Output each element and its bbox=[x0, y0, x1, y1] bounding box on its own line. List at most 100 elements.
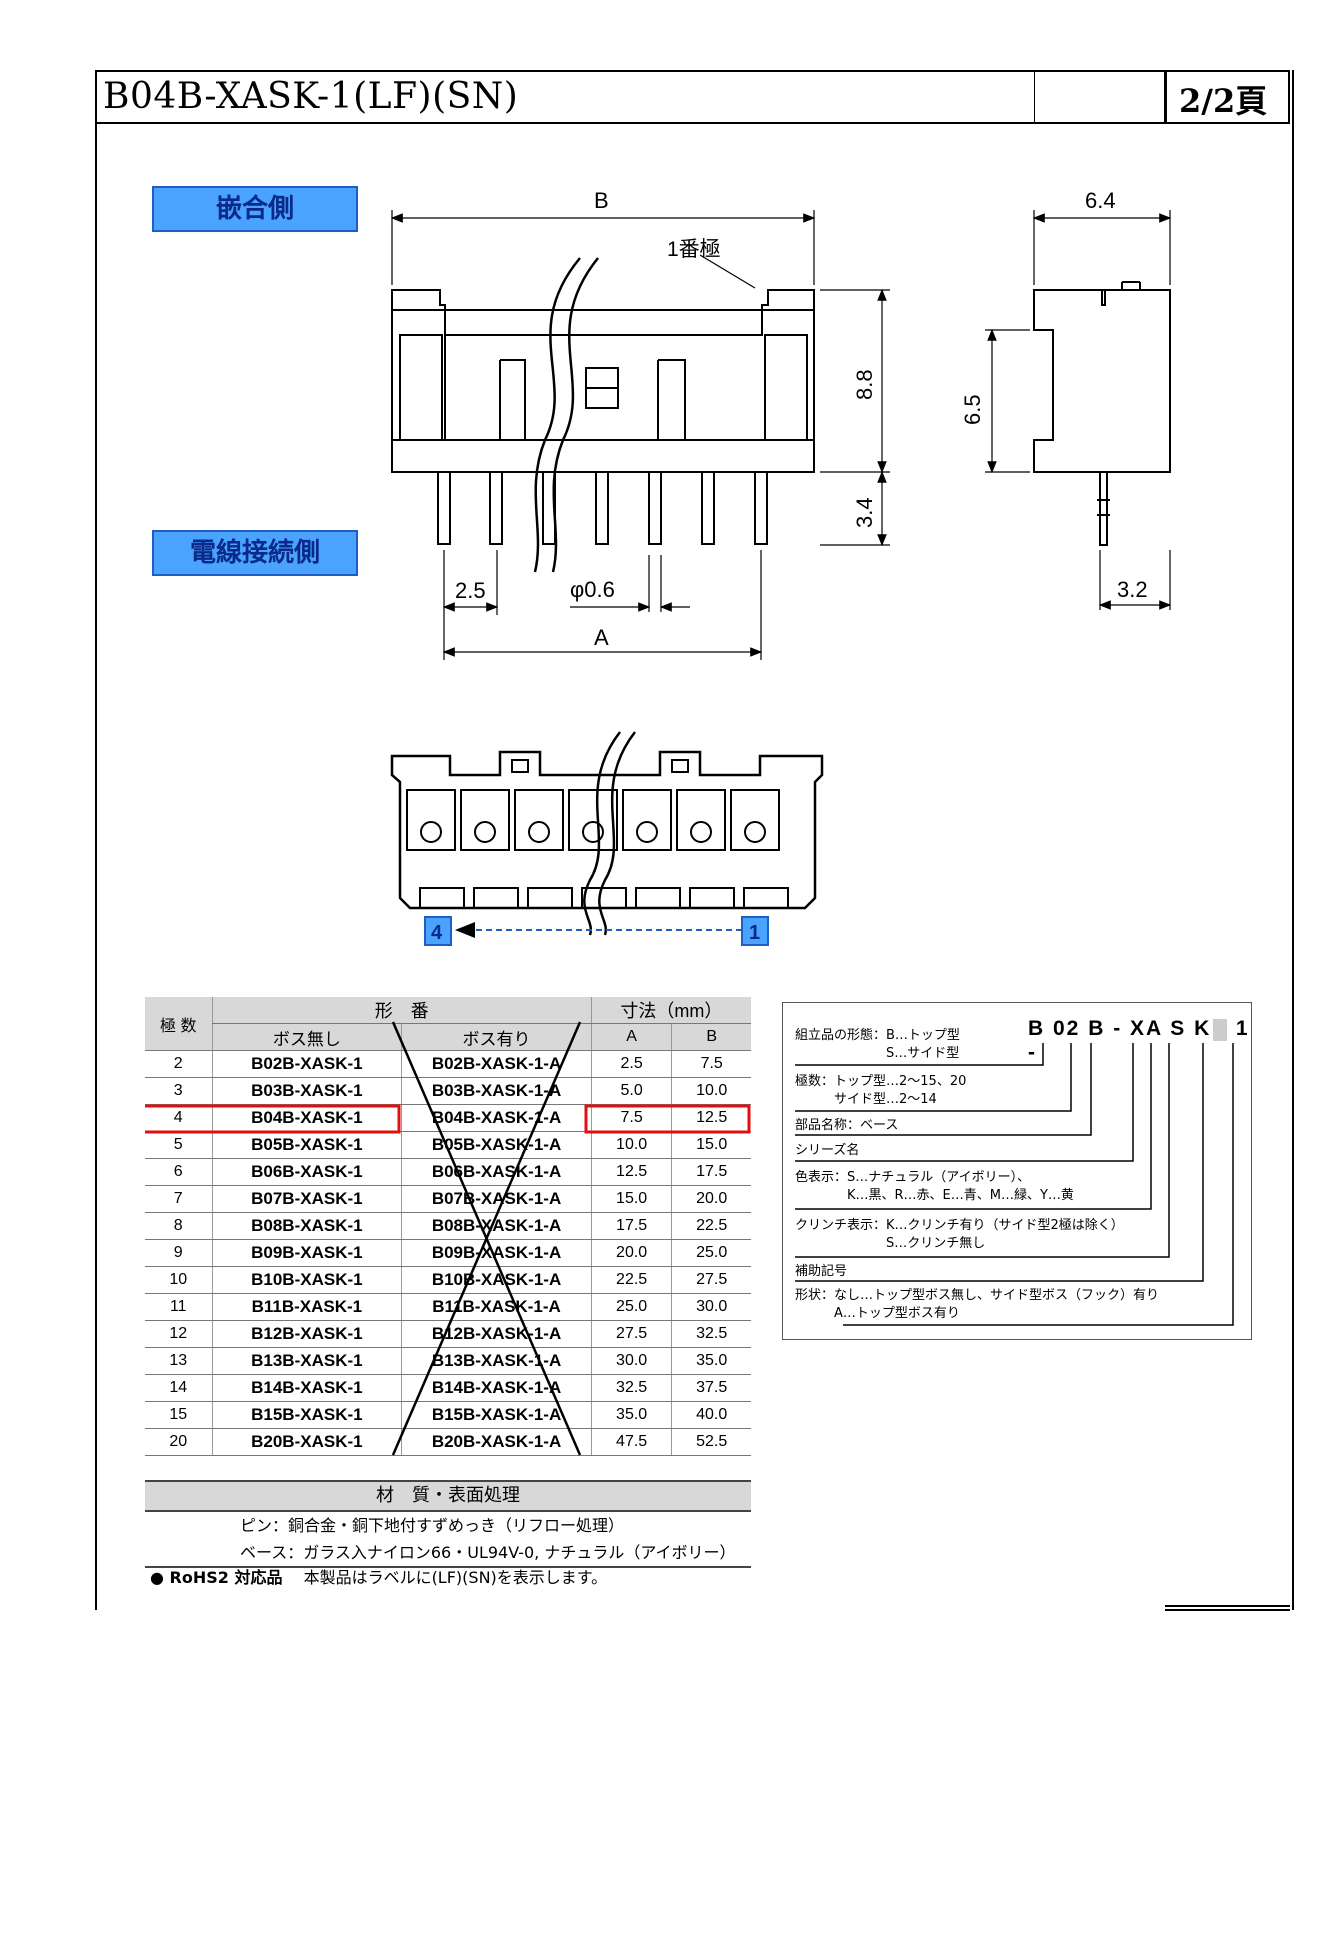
dim-phi: φ0.6 bbox=[570, 577, 615, 602]
legend-item: 極数：トップ型…2〜15、20 サイド型…2〜14 bbox=[795, 1074, 967, 1107]
page-number: 2/2頁 bbox=[1179, 82, 1268, 120]
table-cell: 7 bbox=[145, 1185, 213, 1213]
legend-leader-lines bbox=[795, 1043, 1234, 1326]
table-cell: 14 bbox=[145, 1374, 213, 1402]
table-cell: B08B-XASK-1 bbox=[211, 1212, 402, 1240]
header-dims: 寸法（mm） bbox=[590, 997, 751, 1024]
table-cell: B07B-XASK-1 bbox=[211, 1185, 402, 1213]
dim-6-5: 6.5 bbox=[960, 394, 985, 425]
table-cell: 47.5 bbox=[590, 1428, 672, 1456]
table-cell: 13 bbox=[145, 1347, 213, 1375]
table-cell: 52.5 bbox=[671, 1428, 751, 1456]
table-cell: 7.5 bbox=[590, 1104, 672, 1132]
dim-a: A bbox=[594, 625, 609, 650]
table-cell: 17.5 bbox=[590, 1212, 672, 1240]
table-cell: B04B-XASK-1-A bbox=[401, 1104, 592, 1132]
boss-column-cross bbox=[145, 1021, 751, 1456]
table-cell: 27.5 bbox=[671, 1266, 751, 1294]
highlight-4pole-model bbox=[145, 1104, 401, 1134]
table-cell: B04B-XASK-1 bbox=[211, 1104, 402, 1132]
page-title: B04B-XASK-1(LF)(SN) bbox=[103, 76, 519, 117]
table-cell: B09B-XASK-1 bbox=[211, 1239, 402, 1267]
table-cell: 40.0 bbox=[671, 1401, 751, 1429]
table-cell: 12.5 bbox=[590, 1158, 672, 1186]
pin1-label: 1番極 bbox=[667, 238, 721, 261]
table-cell: 6 bbox=[145, 1158, 213, 1186]
table-cell: 10.0 bbox=[671, 1077, 751, 1105]
table-cell: B12B-XASK-1-A bbox=[401, 1320, 592, 1348]
dim-8-8: 8.8 bbox=[852, 369, 877, 400]
table-cell: B10B-XASK-1 bbox=[211, 1266, 402, 1294]
suffix-box bbox=[1213, 1019, 1227, 1041]
pin-number-right: 1 bbox=[749, 922, 760, 944]
table-cell: 25.0 bbox=[671, 1239, 751, 1267]
legend-item: 部品名称：ベース bbox=[795, 1118, 899, 1133]
table-cell: 15.0 bbox=[671, 1131, 751, 1159]
table-cell: 32.5 bbox=[590, 1374, 672, 1402]
rohs-label: ● RoHS2 対応品 bbox=[150, 1568, 283, 1587]
table-cell: 15 bbox=[145, 1401, 213, 1429]
table-cell: 3 bbox=[145, 1077, 213, 1105]
table-cell: B06B-XASK-1 bbox=[211, 1158, 402, 1186]
table-cell: 11 bbox=[145, 1293, 213, 1321]
table-cell: 10 bbox=[145, 1266, 213, 1294]
table-cell: B15B-XASK-1 bbox=[211, 1401, 402, 1429]
header-a: A bbox=[590, 1023, 672, 1051]
table-cell: B07B-XASK-1-A bbox=[401, 1185, 592, 1213]
table-cell: 7.5 bbox=[671, 1050, 751, 1078]
part-number-legend: B 02 B - XA S K - 1 - 組立品の形態：B…トップ型 S…サイ… bbox=[782, 1002, 1252, 1340]
table-cell: 2 bbox=[145, 1050, 213, 1078]
table-cell: B13B-XASK-1-A bbox=[401, 1347, 592, 1375]
legend-item: クリンチ表示：K…クリンチ有り（サイド型2極は除く） S…クリンチ無し bbox=[795, 1218, 1124, 1251]
material-heading: 材 質・表面処理 bbox=[145, 1480, 751, 1512]
table-cell: 35.0 bbox=[671, 1347, 751, 1375]
header-no-boss: ボス無し bbox=[211, 1023, 402, 1051]
label-wire-side: 電線接続側 bbox=[152, 530, 358, 576]
material-base: ベース：ガラス入ナイロン66・UL94V-0, ナチュラル（アイボリー） bbox=[240, 1543, 736, 1562]
dim-2-5: 2.5 bbox=[455, 578, 486, 603]
table-cell: 12 bbox=[145, 1320, 213, 1348]
table-cell: 22.5 bbox=[590, 1266, 672, 1294]
dim-b: B bbox=[594, 188, 609, 213]
legend-item: 組立品の形態：B…トップ型 S…サイド型 bbox=[795, 1028, 960, 1061]
table-cell: 25.0 bbox=[590, 1293, 672, 1321]
table-cell: 9 bbox=[145, 1239, 213, 1267]
table-cell: B14B-XASK-1-A bbox=[401, 1374, 592, 1402]
table-cell: 20.0 bbox=[590, 1239, 672, 1267]
material-section: 材 質・表面処理 ピン：銅合金・銅下地付すずめっき（リフロー処理） ベース：ガラ… bbox=[145, 1480, 751, 1568]
table-cell: 15.0 bbox=[590, 1185, 672, 1213]
highlight-4pole-dims bbox=[584, 1104, 751, 1134]
table-cell: 35.0 bbox=[590, 1401, 672, 1429]
legend-item: 色表示：S…ナチュラル（アイボリー）、 K…黒、R…赤、E…青、M…緑、Y…黄 bbox=[795, 1170, 1074, 1203]
table-cell: 27.5 bbox=[590, 1320, 672, 1348]
table-cell: 8 bbox=[145, 1212, 213, 1240]
table-cell: B11B-XASK-1-A bbox=[401, 1293, 592, 1321]
table-cell: B10B-XASK-1-A bbox=[401, 1266, 592, 1294]
part-number-code: B 02 B - XA S K - 1 - bbox=[1028, 1017, 1250, 1064]
table-cell: B11B-XASK-1 bbox=[211, 1293, 402, 1321]
table-cell: 32.5 bbox=[671, 1320, 751, 1348]
table-cell: B12B-XASK-1 bbox=[211, 1320, 402, 1348]
table-cell: 5 bbox=[145, 1131, 213, 1159]
table-cell: 5.0 bbox=[590, 1077, 672, 1105]
rohs-text: 本製品はラベルに(LF)(SN)を表示します。 bbox=[303, 1568, 608, 1587]
table-cell: 17.5 bbox=[671, 1158, 751, 1186]
table-cell: B20B-XASK-1 bbox=[211, 1428, 402, 1456]
table-cell: B02B-XASK-1-A bbox=[401, 1050, 592, 1078]
table-cell: B05B-XASK-1 bbox=[211, 1131, 402, 1159]
pin-number-left: 4 bbox=[431, 922, 443, 944]
table-cell: 30.0 bbox=[590, 1347, 672, 1375]
table-cell: 20 bbox=[145, 1428, 213, 1456]
table-cell: B06B-XASK-1-A bbox=[401, 1158, 592, 1186]
